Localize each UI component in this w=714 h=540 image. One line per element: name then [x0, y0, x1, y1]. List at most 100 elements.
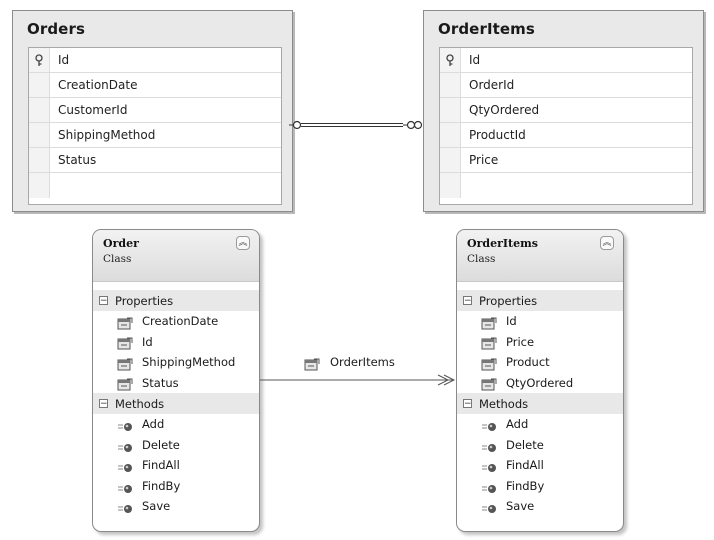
method-icon: [481, 418, 497, 432]
column-row[interactable]: CustomerId: [29, 98, 281, 123]
method-icon: [117, 459, 133, 473]
method-item[interactable]: Add: [93, 414, 259, 435]
methods-section-header[interactable]: − Methods: [93, 393, 259, 414]
property-item[interactable]: Id: [93, 332, 259, 353]
method-icon: [481, 480, 497, 493]
method-icon: [117, 418, 133, 432]
method-icon: [481, 439, 497, 452]
property-item[interactable]: Status: [93, 373, 259, 394]
property-item[interactable]: ShippingMethod: [93, 352, 259, 373]
property-name: Status: [142, 375, 179, 390]
order-items-column-grid: Id OrderId QtyOrdered ProductId Price: [439, 47, 693, 205]
properties-section-header[interactable]: − Properties: [457, 290, 623, 311]
properties-section-header[interactable]: − Properties: [93, 290, 259, 311]
key-icon: [440, 48, 461, 72]
section-title: Properties: [479, 293, 538, 308]
table-relationship-connector[interactable]: [285, 116, 431, 136]
double-chevron-up-icon[interactable]: ︽: [600, 236, 614, 250]
property-name: CreationDate: [142, 314, 219, 329]
property-icon: [481, 356, 497, 371]
row-selector: [440, 148, 461, 172]
class-name: Order: [103, 237, 139, 250]
association-arrow[interactable]: [260, 372, 457, 388]
column-row[interactable]: QtyOrdered: [440, 98, 692, 123]
method-item[interactable]: FindBy: [457, 476, 623, 497]
property-icon: [481, 335, 497, 350]
column-name: CreationDate: [58, 78, 138, 92]
section-title: Methods: [479, 396, 529, 411]
column-row[interactable]: ShippingMethod: [29, 123, 281, 148]
row-selector: [29, 123, 50, 147]
class-header: Order Class ︽: [93, 230, 259, 282]
method-item[interactable]: Delete: [457, 435, 623, 456]
row-selector: [440, 173, 461, 198]
column-row[interactable]: Id: [440, 48, 692, 73]
method-item[interactable]: FindBy: [93, 476, 259, 497]
property-name: Product: [506, 355, 550, 370]
method-item[interactable]: Save: [93, 496, 259, 517]
column-name: ShippingMethod: [58, 128, 156, 142]
property-item[interactable]: Price: [457, 332, 623, 353]
property-item[interactable]: Product: [457, 352, 623, 373]
method-icon: [117, 480, 133, 493]
method-name: Add: [506, 417, 529, 432]
column-row[interactable]: Status: [29, 148, 281, 173]
row-selector: [29, 148, 50, 172]
section-title: Properties: [115, 293, 174, 308]
method-name: FindAll: [142, 458, 180, 473]
method-name: Save: [506, 499, 535, 514]
minus-box-icon[interactable]: −: [99, 399, 108, 409]
row-selector: [440, 98, 461, 122]
property-name: Price: [506, 334, 535, 349]
property-name: Id: [142, 334, 153, 349]
double-chevron-up-icon[interactable]: ︽: [236, 236, 250, 250]
property-icon: [117, 315, 133, 330]
property-item[interactable]: QtyOrdered: [457, 373, 623, 394]
method-name: Delete: [506, 437, 544, 452]
row-selector: [29, 73, 50, 97]
orders-table-title: Orders: [27, 20, 85, 38]
minus-box-icon[interactable]: −: [463, 399, 472, 409]
method-item[interactable]: Add: [457, 414, 623, 435]
property-name: Id: [506, 314, 517, 329]
column-name: OrderId: [469, 78, 515, 92]
column-row[interactable]: ProductId: [440, 123, 692, 148]
column-row[interactable]: Price: [440, 148, 692, 173]
column-name: ProductId: [469, 128, 526, 142]
order-items-class-shape[interactable]: OrderItems Class ︽ − Properties Id Price…: [456, 229, 624, 532]
order-class-shape[interactable]: Order Class ︽ − Properties CreationDate …: [92, 229, 260, 532]
method-icon: [481, 459, 497, 473]
empty-row: [440, 173, 692, 198]
method-name: FindBy: [506, 478, 545, 493]
key-icon: [29, 48, 50, 72]
column-row[interactable]: Id: [29, 48, 281, 73]
minus-box-icon[interactable]: −: [463, 296, 472, 306]
column-name: QtyOrdered: [469, 103, 540, 117]
method-name: Save: [142, 499, 171, 514]
property-icon: [481, 315, 497, 330]
method-item[interactable]: Delete: [93, 435, 259, 456]
column-name: Status: [58, 153, 97, 167]
methods-section-header[interactable]: − Methods: [457, 393, 623, 414]
class-kind: Class: [103, 253, 132, 265]
property-name: QtyOrdered: [506, 375, 574, 390]
property-name: ShippingMethod: [142, 355, 236, 370]
property-item[interactable]: Id: [457, 311, 623, 332]
order-items-table[interactable]: OrderItems Id OrderId QtyOrdered Product…: [423, 10, 704, 212]
property-item[interactable]: CreationDate: [93, 311, 259, 332]
method-name: FindBy: [142, 478, 181, 493]
orders-column-grid: Id CreationDate CustomerId ShippingMetho…: [28, 47, 282, 205]
section-title: Methods: [115, 396, 165, 411]
method-item[interactable]: FindAll: [93, 455, 259, 476]
minus-box-icon[interactable]: −: [99, 296, 108, 306]
method-name: FindAll: [506, 458, 544, 473]
association-label[interactable]: OrderItems: [330, 355, 395, 369]
method-item[interactable]: Save: [457, 496, 623, 517]
orders-table[interactable]: Orders Id CreationDate CustomerId Shippi…: [12, 10, 293, 212]
column-name: Price: [469, 153, 499, 167]
column-row[interactable]: OrderId: [440, 73, 692, 98]
method-name: Add: [142, 417, 165, 432]
column-row[interactable]: CreationDate: [29, 73, 281, 98]
method-item[interactable]: FindAll: [457, 455, 623, 476]
row-selector: [440, 73, 461, 97]
